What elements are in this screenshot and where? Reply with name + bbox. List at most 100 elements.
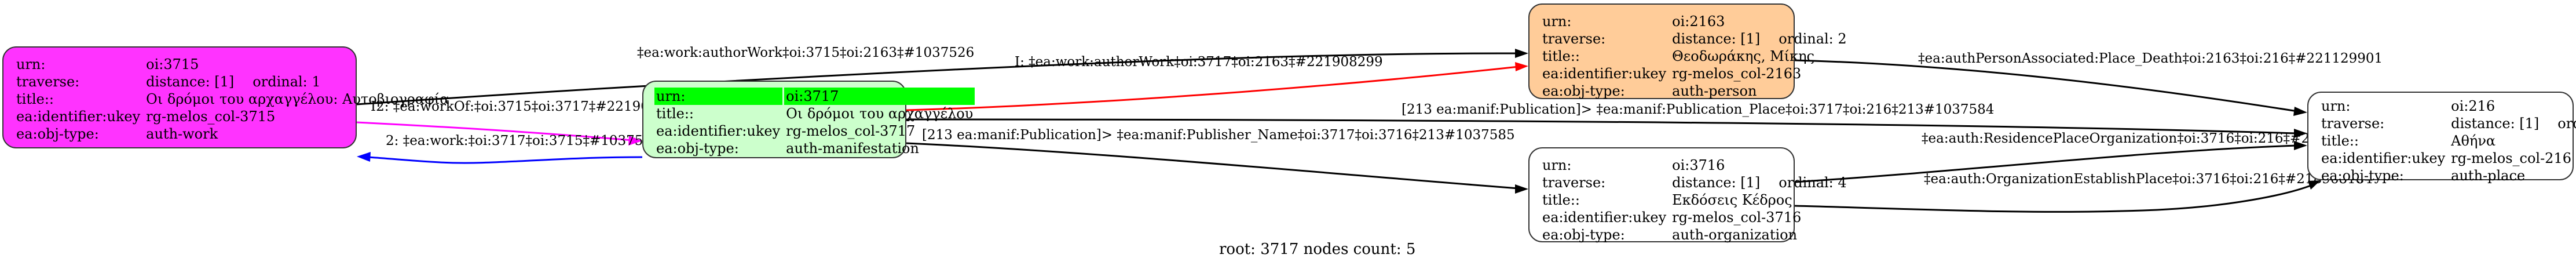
row-traverse: traverse: distance: [1] ordinal: 3 [2319,115,2576,132]
edge-publisher-name [906,142,1519,190]
ukey-label: ea:identifier:ukey [1542,66,1667,82]
edge-arrowhead [2293,107,2307,116]
edge-arrowhead [2294,141,2307,150]
type-value: auth-manifestation [786,140,919,157]
traverse-value: distance: [1]ordinal: 1 [144,73,451,90]
ukey-label: ea:identifier:ukey [656,123,781,139]
edge-arrowhead [2308,180,2321,190]
type-value: auth-work [146,126,218,142]
traverse-label: traverse: [16,74,80,90]
row-urn: urn: oi:3715 [14,56,451,73]
urn-label: urn: [654,88,783,105]
edge-arrowhead [357,152,371,162]
type-value: auth-organization [1672,227,1798,243]
edge-label-publisher-name: [213 ea:manif:Publication]> ‡ea:manif:Pu… [922,128,1515,143]
traverse-label: traverse: [2321,115,2385,132]
ukey-value: rg-melos_col-216 [2451,150,2571,166]
urn-label: urn: [2321,98,2351,114]
type-label: ea:obj-type: [16,126,99,142]
title-value: Θεοδωράκης, Μίκης [1672,48,1814,64]
title-label: title:: [1542,48,1580,64]
title-value: Αθήνα [2451,133,2496,149]
title-label: title:: [1542,192,1580,208]
title-value: Εκδόσεις Κέδρος [1672,192,1792,208]
row-type: ea:obj-type: auth-organization [1541,226,1849,244]
edge-publication-place [906,118,2298,135]
ordinal-value: ordinal: 3 [2557,115,2576,132]
node-work[interactable]: urn: oi:3715 traverse: distance: [1]ordina… [2,46,449,148]
type-label: ea:obj-type: [1542,227,1625,243]
ukey-label: ea:identifier:ukey [16,108,141,125]
edge-label-publication-place: [213 ea:manif:Publication]> ‡ea:manif:Pu… [1402,102,1995,117]
row-ukey: ea:identifier:ukey rg-melos_col-3716 [1541,209,1849,226]
title-label: title:: [2321,133,2359,149]
row-traverse: traverse: distance: [1]ordinal: 2 [1541,30,1849,48]
traverse-value: distance: [1]ordinal: 2 [1670,30,1849,48]
edge-residence-place [1794,144,2298,183]
node-person[interactable]: urn: oi:2163 traverse: distance: [1]ordina… [1528,3,1847,99]
ordinal-value: ordinal: 4 [1779,175,1847,191]
row-title: title::Οι δρόμοι του αρχαγγέλου [654,105,975,122]
edge-arrowhead [628,136,642,146]
ukey-value: rg-melos_col-3716 [1672,209,1802,226]
type-value: auth-person [1672,83,1757,99]
graph-footer: root: 3717 nodes count: 5 [1219,241,1416,258]
traverse-value: distance: [1] ordinal: 4 [1670,174,1849,191]
ukey-label: ea:identifier:ukey [1542,209,1667,226]
edge-work-of [356,121,633,141]
distance-value: distance: [1] [2451,115,2540,132]
edge-label-manif-author-work: I: ‡ea:work:authorWork‡oi:3717‡oi:2163‡#… [1015,54,1383,70]
row-urn-highlighted: urn:oi:3717 [654,88,975,105]
edge-label-place-death: ‡ea:authPersonAssociated:Place_Death‡oi:… [1918,51,2383,66]
edge-arrowhead [1515,184,1528,194]
urn-value: oi:2163 [1672,13,1725,30]
traverse-value: distance: [1] ordinal: 3 [2449,115,2576,132]
node-organization[interactable]: urn:oi:3716 traverse: distance: [1] ordina… [1528,147,1847,243]
edge-arrowhead [2294,129,2307,138]
row-urn: urn:oi:3716 [1541,157,1849,174]
edge-arrowhead [1515,49,1528,58]
row-ukey: ea:identifier:ukey rg-melos_col-216 [2319,150,2576,167]
node-place[interactable]: urn: oi:216 traverse: distance: [1] ordinal… [2307,92,2576,184]
edge-label-work-reverse: 2: ‡ea:work:‡oi:3717‡oi:3715‡#1037575 [386,133,660,148]
row-type: ea:obj-type:auth-person [1541,82,1849,100]
urn-label: urn: [16,56,46,72]
edge-arrowhead [1515,62,1528,71]
ukey-label: ea:identifier:ukey [2321,150,2446,166]
title-value: Οι δρόμοι του αρχαγγέλου [786,106,974,122]
row-type: ea:obj-type:auth-manifestation [654,140,975,157]
edge-label-work-author-work: ‡ea:work:authorWork‡oi:3715‡oi:2163‡#103… [637,45,975,60]
urn-value: oi:3716 [1672,157,1725,173]
row-type: ea:obj-type: auth-place [2319,167,2576,184]
edge-work-author-work [356,52,1519,106]
edge-label-establish-place: ‡ea:auth:OrganizationEstablishPlace‡oi:3… [1924,172,2373,187]
ukey-value: rg-melos_col-2163 [1672,66,1802,82]
edge-establish-place [1794,184,2311,213]
edge-place-death [1794,59,2298,112]
row-title: title::Θεοδωράκης, Μίκης [1541,48,1849,65]
row-urn: urn: oi:216 [2319,97,2576,115]
urn-label: urn: [1542,13,1572,30]
row-title: title::Εκδόσεις Κέδρος [1541,191,1849,209]
distance-value: distance: [1] [1672,175,1761,191]
edge-manif-author-work [906,66,1519,111]
row-type: ea:obj-type: auth-work [14,125,451,143]
edge-work-reverse [366,156,643,164]
row-traverse: traverse: distance: [1] ordinal: 4 [1541,174,1849,191]
ukey-value: rg-melos_col-3715 [146,108,276,125]
type-label: ea:obj-type: [2321,168,2404,184]
node-manifestation[interactable]: urn:oi:3717 title::Οι δρόμοι του αρχαγγέ… [642,81,975,158]
row-traverse: traverse: distance: [1]ordinal: 1 [14,73,451,90]
traverse-label: traverse: [1542,175,1606,191]
urn-value: oi:3715 [146,56,199,72]
title-value: Οι δρόμοι του αρχαγγέλου: Αυτοβιογραφία [146,91,449,107]
traverse-label: traverse: [1542,31,1606,47]
row-title: title::Οι δρόμοι του αρχαγγέλου: Αυτοβιο… [14,90,451,108]
type-value: auth-place [2451,168,2526,184]
distance-value: distance: [1] [146,74,235,90]
row-ukey: ea:identifier:ukey rg-melos_col-2163 [1541,65,1849,82]
urn-value: oi:216 [2451,98,2496,114]
edge-label-work-of: I2: ‡ea:workOf:‡oi:3715‡oi:3717‡#2219082… [371,99,683,114]
